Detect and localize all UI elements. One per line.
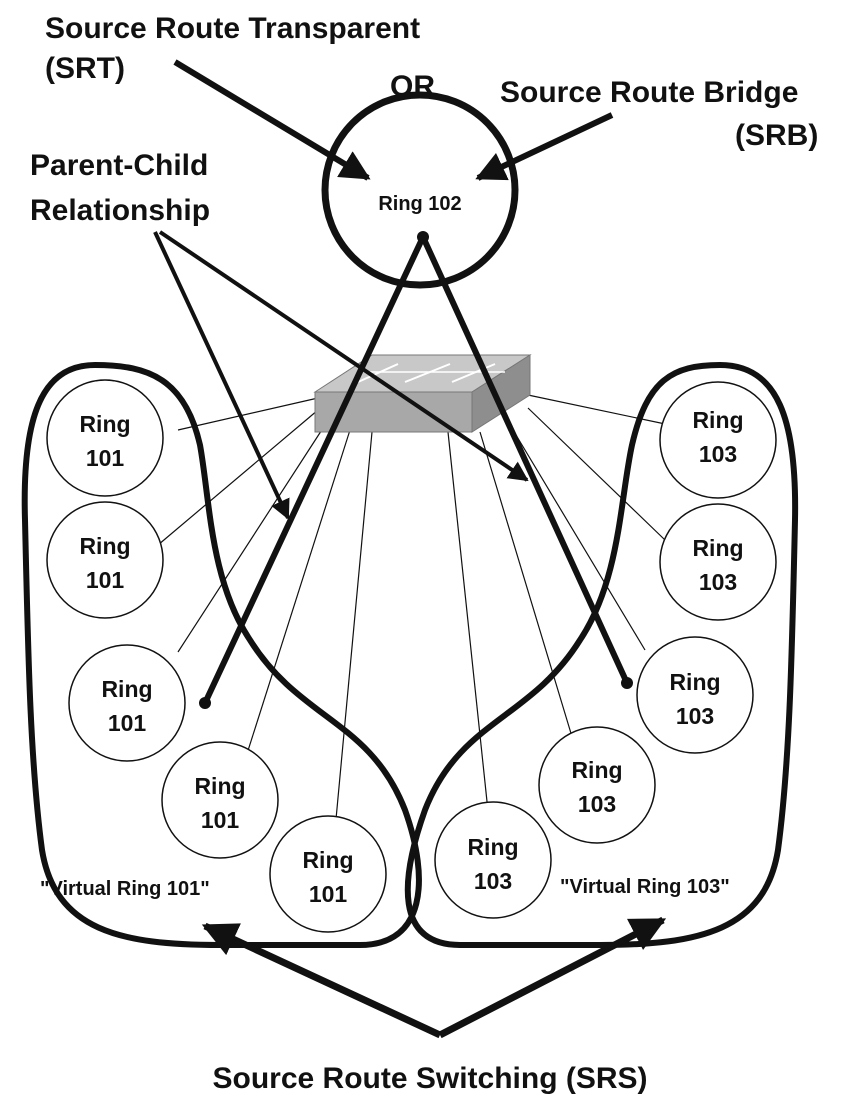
ring-101: Ring 101 — [161, 741, 279, 859]
svg-text:Ring: Ring — [194, 773, 245, 799]
ring-102-anchor-dot — [417, 231, 429, 243]
svg-text:Ring: Ring — [79, 533, 130, 559]
parent-child-label-line2: Relationship — [30, 194, 210, 227]
srb-label-line1: Source Route Bridge — [500, 76, 798, 109]
ring-101: Ring 101 — [269, 815, 387, 933]
ring-103: Ring 103 — [538, 726, 656, 844]
switch-icon — [313, 354, 532, 433]
parent-child-line-right — [420, 235, 630, 685]
srt-label-line1: Source Route Transparent — [45, 12, 420, 45]
svg-text:Ring: Ring — [669, 669, 720, 695]
srs-arrow-left — [201, 922, 442, 1039]
srt-label-line2: (SRT) — [45, 52, 125, 85]
ring-103: Ring 103 — [659, 503, 777, 621]
ring-102-label: Ring 102 — [378, 193, 461, 215]
svg-text:Ring: Ring — [692, 407, 743, 433]
parent-child-arrow-right — [158, 230, 529, 482]
svg-text:101: 101 — [108, 710, 147, 736]
svg-text:103: 103 — [578, 791, 616, 817]
svg-text:Ring: Ring — [692, 535, 743, 561]
svg-text:Ring: Ring — [571, 757, 622, 783]
virtual-ring-101-boundary — [21, 361, 422, 948]
svg-text:101: 101 — [86, 567, 125, 593]
ring-101: Ring 101 — [46, 379, 164, 497]
virtual-ring-103-boundary — [404, 361, 799, 948]
srb-label-line2: (SRB) — [735, 119, 818, 152]
virtual-ring-101-label: "Virtual Ring 101" — [40, 878, 210, 900]
svg-text:Ring: Ring — [79, 411, 130, 437]
svg-text:103: 103 — [699, 441, 737, 467]
ring-103: Ring 103 — [636, 636, 754, 754]
ring-101: Ring 101 — [46, 501, 164, 619]
svg-text:101: 101 — [309, 881, 348, 907]
ring-103-group: Ring 103 Ring 103 Ring 103 Ring 103 Ring… — [434, 381, 777, 919]
svg-text:Ring: Ring — [101, 676, 152, 702]
svg-text:101: 101 — [201, 807, 240, 833]
svg-text:Ring: Ring — [302, 847, 353, 873]
svg-text:101: 101 — [86, 445, 125, 471]
svg-text:Ring: Ring — [467, 834, 518, 860]
svg-text:103: 103 — [676, 703, 714, 729]
svg-text:103: 103 — [699, 569, 737, 595]
left-endpoint-dot — [199, 697, 211, 709]
srt-arrow — [173, 59, 371, 181]
ring-103: Ring 103 — [434, 801, 552, 919]
ring-102-circle — [321, 91, 519, 289]
svg-text:103: 103 — [474, 868, 512, 894]
virtual-ring-103-label: "Virtual Ring 103" — [560, 876, 730, 898]
parent-child-label-line1: Parent-Child — [30, 149, 208, 182]
ring-103: Ring 103 — [659, 381, 777, 499]
parent-child-line-left — [202, 235, 426, 705]
switch-links — [157, 394, 671, 831]
right-endpoint-dot — [621, 677, 633, 689]
parent-child-arrow-left — [153, 231, 290, 520]
ring-101-group: Ring 101 Ring 101 Ring 101 Ring 101 Ring… — [46, 379, 387, 933]
srs-label: Source Route Switching (SRS) — [212, 1062, 647, 1095]
srs-arrow-right — [438, 916, 667, 1039]
ring-101: Ring 101 — [68, 644, 186, 762]
srb-arrow — [475, 112, 614, 181]
